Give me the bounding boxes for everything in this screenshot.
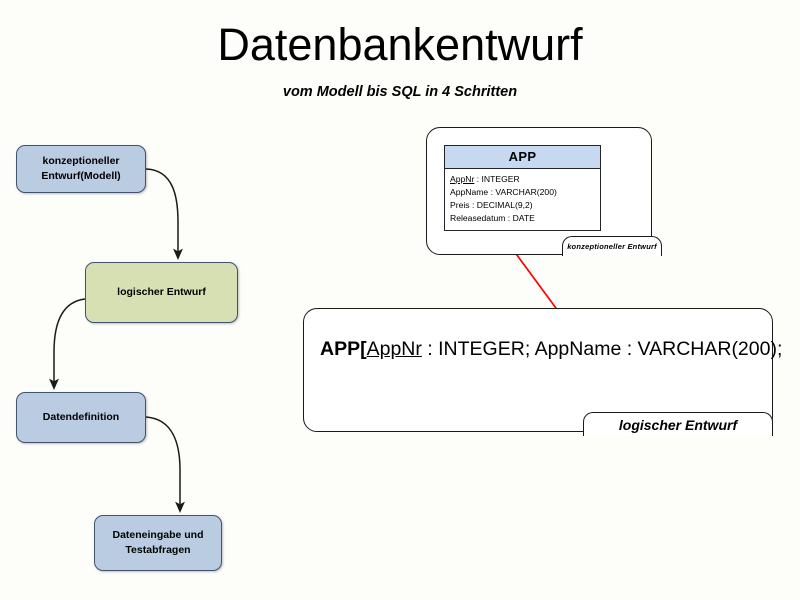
flow-step-datendefinition[interactable]: Datendefinition bbox=[16, 392, 146, 443]
er-entity-name: APP bbox=[445, 146, 600, 169]
er-attribute-type: INTEGER bbox=[481, 174, 520, 184]
page-title: Datenbankentwurf bbox=[217, 19, 583, 70]
er-attribute-separator: : bbox=[469, 200, 477, 211]
connector-datendef-to-eingabe bbox=[145, 416, 185, 514]
logischer-entwurf-panel bbox=[303, 308, 773, 432]
er-attribute-list: AppNr : INTEGER AppName : VARCHAR(200) P… bbox=[445, 169, 600, 230]
er-attribute-type: VARCHAR(200) bbox=[495, 187, 557, 198]
er-attribute-name: Releasedatum bbox=[450, 213, 506, 224]
relation-schema-app: APP[AppNr : INTEGER; AppName : VARCHAR(2… bbox=[320, 338, 782, 361]
er-attribute-row: Preis : DECIMAL(9,2) bbox=[450, 199, 595, 212]
connector-konzept-to-logisch bbox=[145, 168, 183, 261]
panel-tab-logischer-entwurf: logischer Entwurf bbox=[583, 412, 773, 436]
relation-primary-key: AppNr bbox=[366, 338, 422, 360]
er-attribute-type: DECIMAL(9,2) bbox=[476, 200, 533, 211]
flow-step-label: Datendefinition bbox=[42, 410, 120, 423]
relation-open-bracket: [ bbox=[360, 338, 367, 360]
flow-step-dateneingabe-testabfragen[interactable]: Dateneingabe und Testabfragen bbox=[94, 515, 222, 571]
page-subtitle: vom Modell bis SQL in 4 Schritten bbox=[282, 84, 518, 100]
panel-tab-label: logischer Entwurf bbox=[618, 416, 738, 433]
er-entity-app: APP AppNr : INTEGER AppName : VARCHAR(20… bbox=[444, 145, 601, 232]
flow-step-konzeptioneller-entwurf[interactable]: konzeptioneller Entwurf(Modell) bbox=[16, 145, 146, 193]
er-attribute-row: Releasedatum : DATE bbox=[450, 212, 595, 225]
er-attribute-name: Preis bbox=[450, 200, 470, 211]
er-attribute-name: AppName bbox=[450, 187, 489, 198]
panel-tab-label: konzeptioneller Entwurf bbox=[567, 242, 657, 251]
flow-step-label: Dateneingabe und Testabfragen bbox=[112, 528, 204, 556]
er-attribute-name: AppNr bbox=[450, 174, 475, 184]
flow-step-logischer-entwurf[interactable]: logischer Entwurf bbox=[85, 262, 238, 323]
relation-name: APP bbox=[320, 338, 361, 360]
er-attribute-separator: : bbox=[505, 213, 513, 224]
er-attribute-row: AppNr : INTEGER bbox=[450, 173, 595, 186]
panel-tab-konzeptioneller-entwurf: konzeptioneller Entwurf bbox=[562, 236, 662, 256]
er-attribute-type: DATE bbox=[512, 213, 535, 224]
flow-step-label: konzeptioneller Entwurf(Modell) bbox=[41, 154, 121, 182]
relation-attributes: : INTEGER; AppName : VARCHAR(200); bbox=[421, 338, 783, 360]
flow-step-label: logischer Entwurf bbox=[117, 285, 206, 298]
connector-logisch-to-datendef bbox=[49, 298, 86, 391]
er-attribute-row: AppName : VARCHAR(200) bbox=[450, 186, 595, 199]
er-attribute-separator: : bbox=[474, 174, 482, 184]
er-attribute-separator: : bbox=[488, 187, 496, 198]
